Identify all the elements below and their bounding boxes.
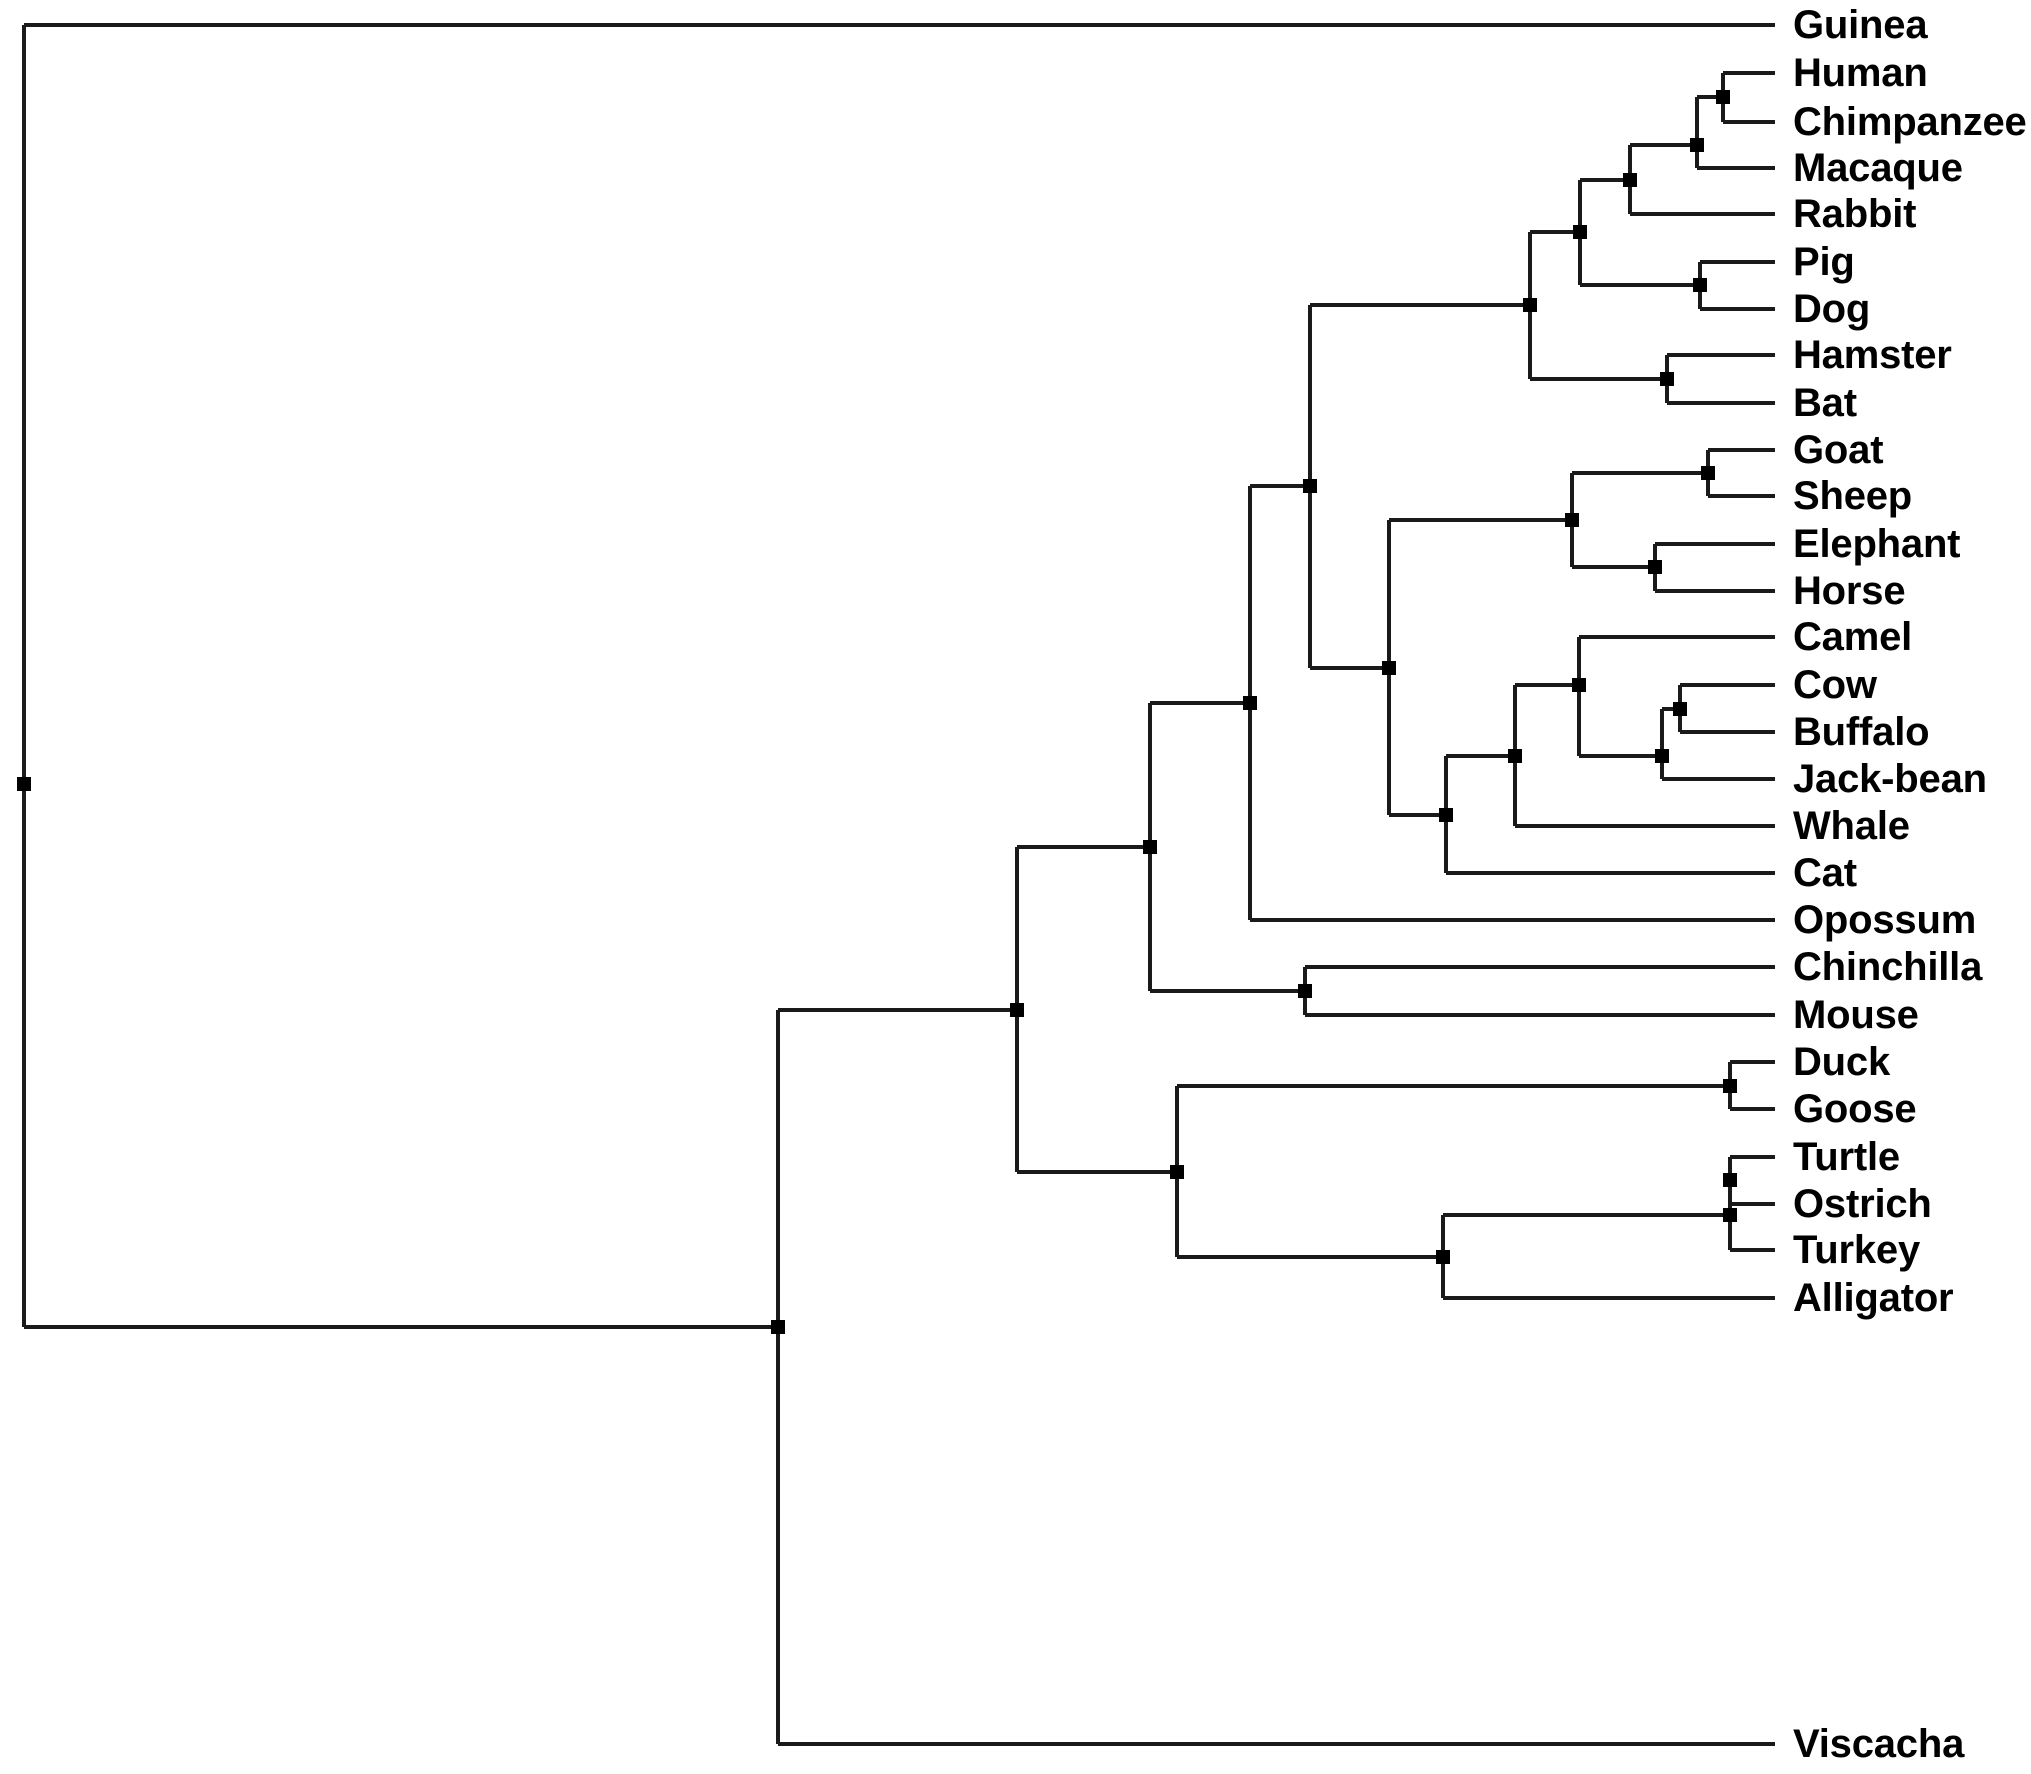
- taxon-label-goat: Goat: [1793, 428, 1884, 472]
- taxon-label-turkey: Turkey: [1793, 1228, 1921, 1272]
- node-bovid-marker: [1655, 749, 1669, 763]
- node-galloanserae-marker: [1723, 1208, 1737, 1222]
- node-hamster-bat-marker: [1660, 372, 1674, 386]
- taxon-label-ostrich: Ostrich: [1793, 1182, 1932, 1226]
- node-pig-dog-marker: [1693, 278, 1707, 292]
- taxon-label-human: Human: [1793, 51, 1928, 95]
- taxon-label-elephant: Elephant: [1793, 522, 1961, 566]
- node-cat-clade-marker: [1439, 808, 1453, 822]
- tree-node-markers-group: [17, 90, 1737, 1334]
- node-archosaur-marker: [1436, 1250, 1450, 1264]
- node-human-chimp-marker: [1716, 90, 1730, 104]
- node-placental-marker: [1303, 479, 1317, 493]
- taxon-label-turtle: Turtle: [1793, 1135, 1900, 1179]
- taxon-label-cat: Cat: [1793, 851, 1857, 895]
- taxon-label-jack-bean: Jack-bean: [1793, 757, 1987, 801]
- taxon-label-sheep: Sheep: [1793, 474, 1913, 518]
- taxon-label-chinchilla: Chinchilla: [1793, 945, 1983, 989]
- taxon-label-buffalo: Buffalo: [1793, 710, 1930, 754]
- taxon-label-bat: Bat: [1793, 381, 1857, 425]
- node-goat-eleph-marker: [1565, 513, 1579, 527]
- node-chinchilla-mouse-marker: [1298, 984, 1312, 998]
- node-laurasia-a-marker: [1573, 225, 1587, 239]
- node-turtle-ostrich-marker: [1723, 1173, 1737, 1187]
- taxon-label-horse: Horse: [1793, 569, 1906, 613]
- node-sauropsida-marker: [1170, 1165, 1184, 1179]
- node-catarrhini-marker: [1690, 138, 1704, 152]
- taxon-label-duck: Duck: [1793, 1040, 1891, 1084]
- node-eleph-horse-marker: [1648, 560, 1662, 574]
- taxon-label-chimpanzee: Chimpanzee: [1793, 100, 2027, 144]
- node-duck-goose-marker: [1723, 1079, 1737, 1093]
- taxon-label-dog: Dog: [1793, 287, 1871, 331]
- node-camel-bovid-marker: [1572, 678, 1586, 692]
- node-boreo-marker: [1523, 298, 1537, 312]
- taxon-label-pig: Pig: [1793, 240, 1855, 284]
- node-ungulate-carn-marker: [1382, 661, 1396, 675]
- taxon-label-whale: Whale: [1793, 804, 1910, 848]
- node-cetart-marker: [1508, 749, 1522, 763]
- taxon-label-goose: Goose: [1793, 1087, 1917, 1131]
- node-theria-marker: [1243, 696, 1257, 710]
- taxon-label-mouse: Mouse: [1793, 993, 1919, 1037]
- taxon-label-guinea: Guinea: [1793, 3, 1928, 47]
- node-goat-sheep-marker: [1701, 466, 1715, 480]
- taxon-label-opossum: Opossum: [1793, 898, 1977, 942]
- taxon-label-alligator: Alligator: [1793, 1276, 1954, 1320]
- taxon-label-cow: Cow: [1793, 663, 1877, 707]
- taxon-label-hamster: Hamster: [1793, 333, 1952, 377]
- node-tetrapoda-marker: [1010, 1003, 1024, 1017]
- node-amniota-marker: [771, 1320, 785, 1334]
- tree-edges-group: [22, 23, 1775, 1746]
- taxon-label-macaque: Macaque: [1793, 146, 1963, 190]
- node-cow-buffalo-marker: [1673, 702, 1687, 716]
- taxon-label-camel: Camel: [1793, 615, 1913, 659]
- node-mammalia-marker: [1143, 840, 1157, 854]
- node-root-marker: [17, 777, 31, 791]
- taxon-label-viscacha: Viscacha: [1793, 1722, 1965, 1766]
- taxon-label-rabbit: Rabbit: [1793, 192, 1917, 236]
- node-euarchontoglires-marker: [1623, 173, 1637, 187]
